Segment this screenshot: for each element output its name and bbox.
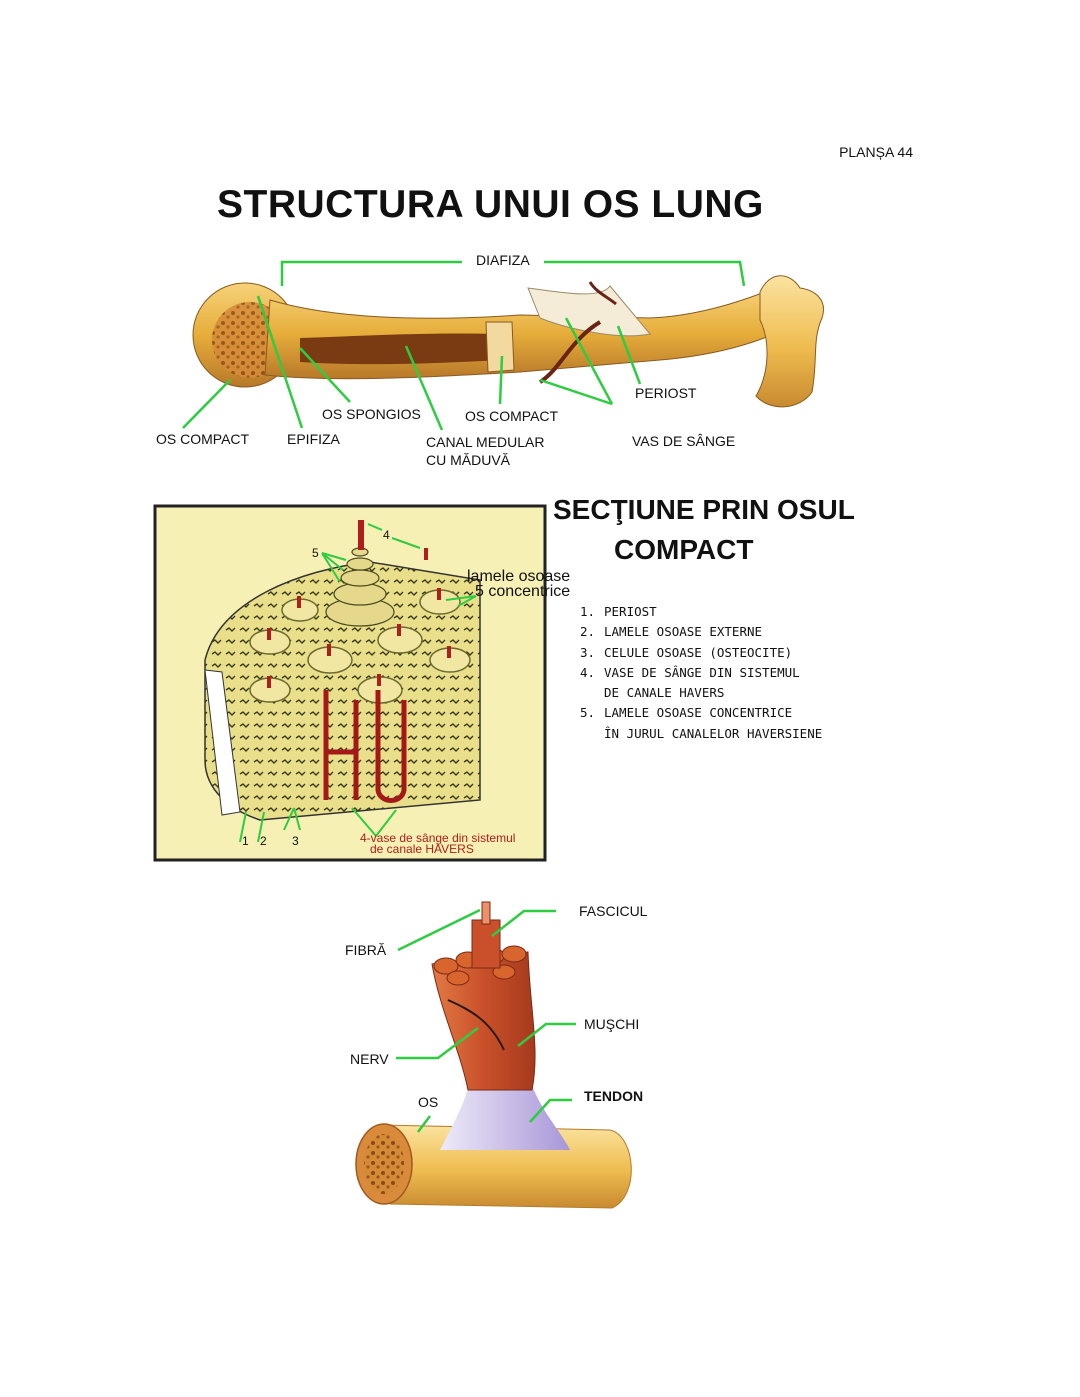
label-num-5: 5	[312, 546, 319, 560]
label-os-compact-mid: OS COMPACT	[465, 408, 559, 424]
section-title-line-2: COMPACT	[614, 534, 754, 565]
blood-vessel-upper	[588, 281, 617, 306]
havers-vessel-h	[323, 690, 359, 800]
long-bone-illustration	[192, 275, 824, 408]
periosteum-strip	[204, 669, 241, 816]
vessel-pins	[267, 548, 451, 688]
muscle-leader-lines	[396, 908, 576, 1133]
havers-vessel-u	[375, 690, 407, 803]
tendon-shape	[440, 1080, 570, 1150]
label-canal-medular-2: CU MĂDUVĂ	[426, 452, 511, 468]
label-os-compact-left: OS COMPACT	[156, 431, 250, 447]
section-legend: 1.PERIOST 2.LAMELE OSOASE EXTERNE 3.CELU…	[580, 602, 880, 744]
nerve-strand	[447, 999, 505, 1051]
muscle-illustration	[355, 901, 632, 1209]
bone-right-end	[755, 275, 824, 408]
legend-row: DE CANALE HAVERS	[604, 685, 725, 701]
label-fibra: FIBRĂ	[345, 942, 387, 958]
plate-number: PLANȘA 44	[839, 144, 913, 160]
label-num-4: 4	[383, 528, 390, 542]
label-lamele-osoase: lamele osoase	[467, 568, 571, 585]
legend-row: 3.CELULE OSOASE (OSTEOCITE)	[580, 644, 793, 660]
label-fascicul: FASCICUL	[579, 903, 648, 919]
label-vase-havers-1: 4-vase de sânge din sistemul	[360, 831, 516, 845]
haversian-canal-top	[358, 520, 364, 550]
label-os: OS	[418, 1094, 439, 1110]
medullary-canal	[300, 333, 500, 365]
bone-shaft	[264, 287, 801, 380]
label-diafiza: DIAFIZA	[476, 252, 530, 268]
section-leader-lines	[239, 523, 477, 843]
label-vase-havers-2: de canale HAVERS	[370, 842, 474, 856]
label-num-2: 2	[260, 834, 267, 848]
label-canal-medular: CANAL MEDULAR	[426, 434, 545, 450]
lamellae-tower	[325, 547, 395, 627]
legend-row: 2.LAMELE OSOASE EXTERNE	[580, 624, 763, 640]
section-title-line-1: SECŢIUNE PRIN OSUL	[553, 494, 855, 525]
label-muschi: MUŞCHI	[584, 1016, 640, 1032]
label-periost: PERIOST	[635, 385, 697, 401]
bone-cut-face	[485, 321, 515, 373]
page-title: STRUCTURA UNUI OS LUNG	[217, 183, 764, 226]
legend-row: 4.VASE DE SÂNGE DIN SISTEMUL	[580, 664, 800, 680]
label-nerv: NERV	[350, 1051, 389, 1067]
label-epifiza: EPIFIZA	[287, 431, 340, 447]
compact-bone-section	[153, 504, 547, 862]
blood-vessel	[538, 320, 602, 384]
legend-row: 5.LAMELE OSOASE CONCENTRICE	[580, 705, 793, 721]
label-num-1: 1	[242, 834, 249, 848]
legend-row: ÎN JURUL CANALELOR HAVERSIENE	[604, 725, 823, 741]
muscle-bone-marrow	[364, 1134, 404, 1194]
fascicle-column	[471, 919, 501, 969]
label-tendon: TENDON	[584, 1088, 644, 1104]
bone-leader-lines	[182, 260, 746, 431]
fiber-strand	[481, 901, 491, 925]
label-lamele-concentrice: 5 concentrice	[475, 583, 571, 600]
label-vas-de-sange: VAS DE SÂNGE	[632, 433, 736, 449]
legend-row: 1.PERIOST	[580, 604, 657, 619]
label-num-3: 3	[292, 834, 299, 848]
label-os-spongios: OS SPONGIOS	[322, 406, 421, 422]
haversian-rings	[249, 589, 471, 704]
periosteum-flap	[527, 285, 651, 337]
